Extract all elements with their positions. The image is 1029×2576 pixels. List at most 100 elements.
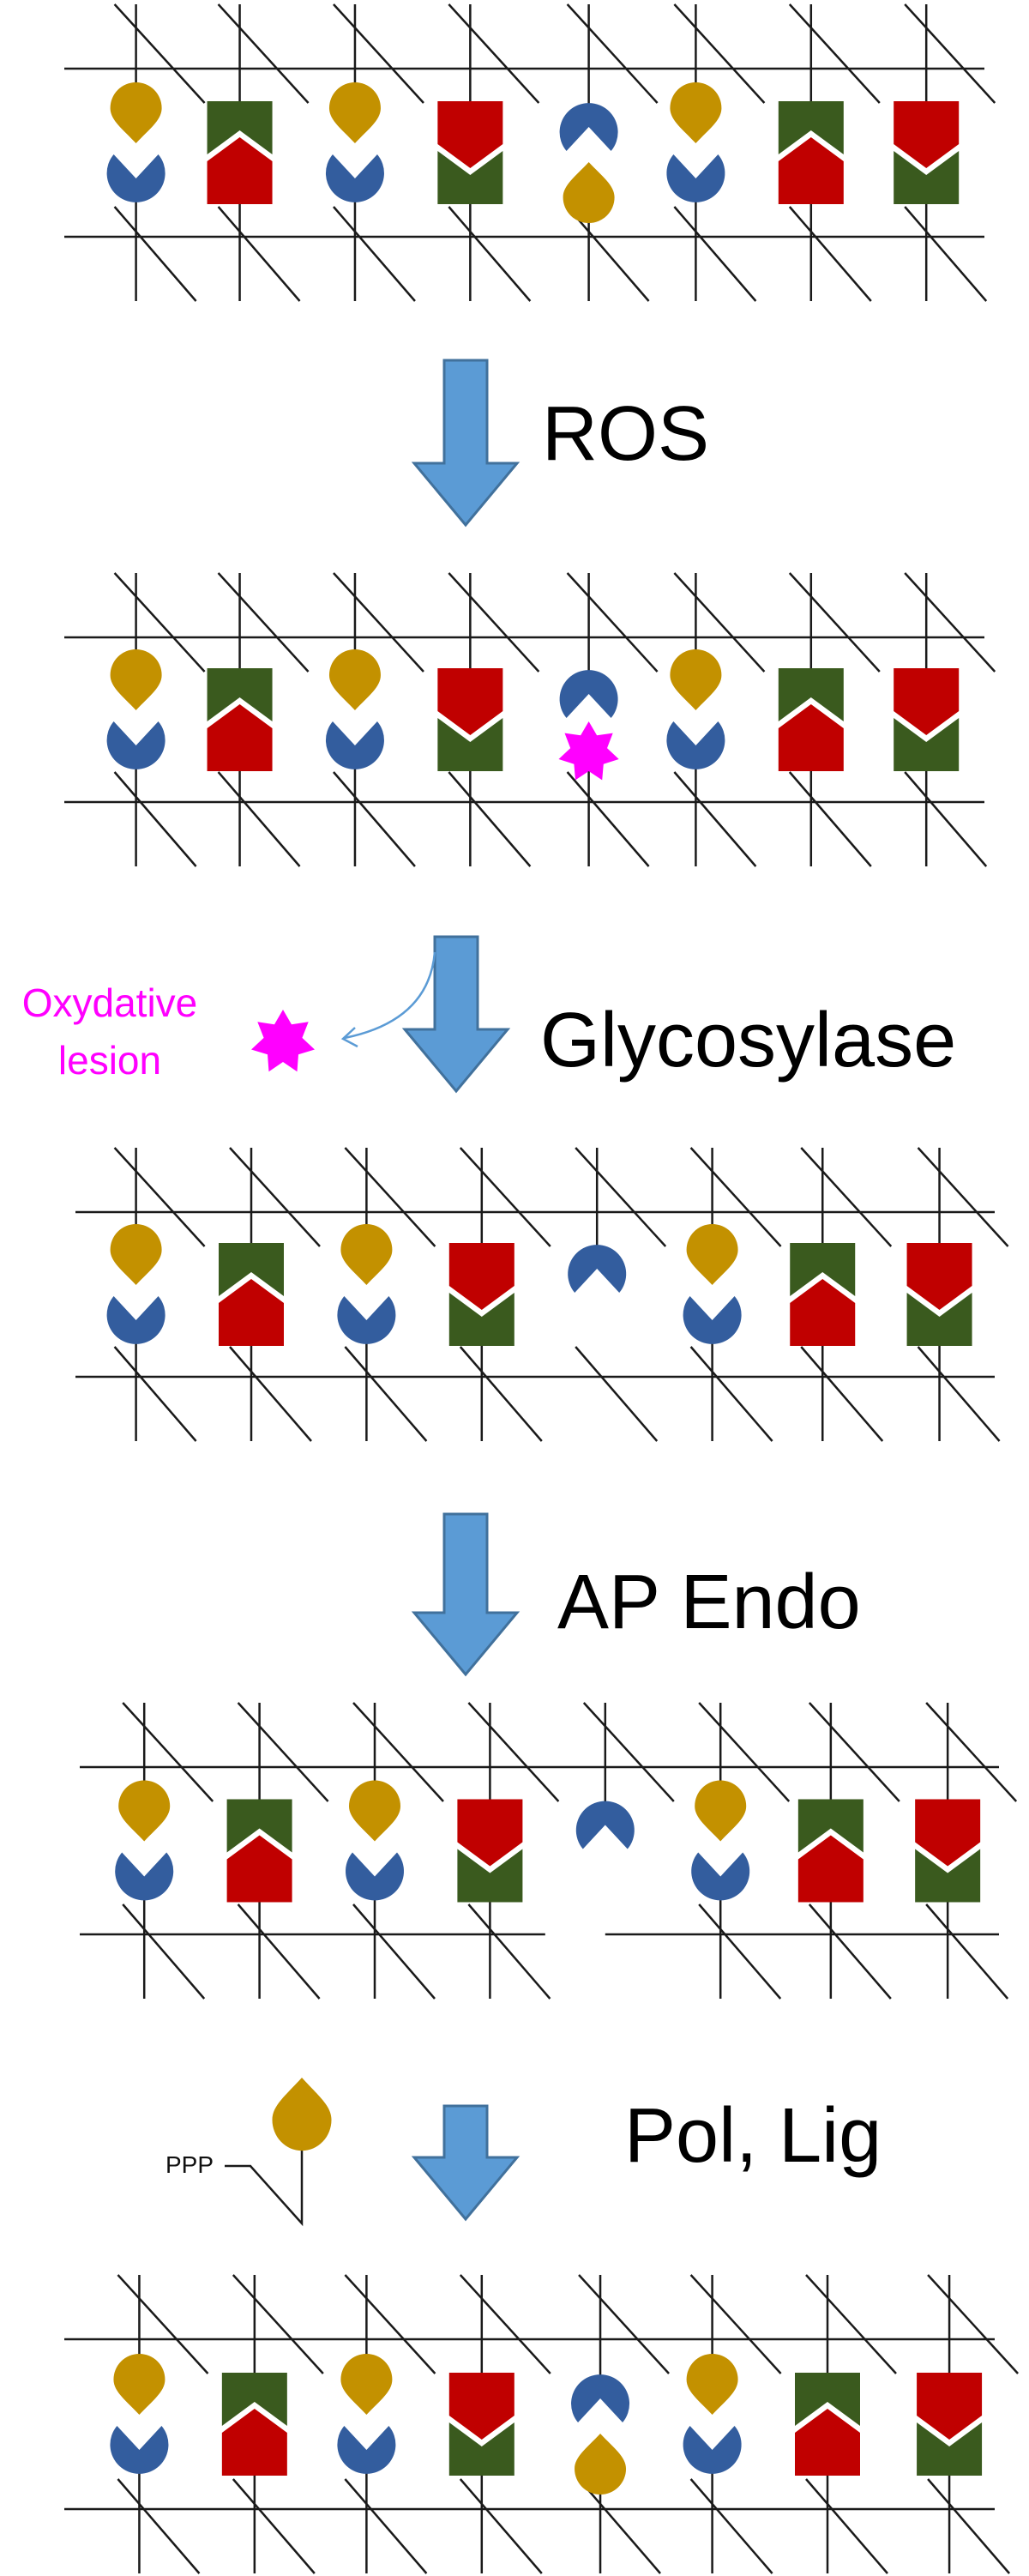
base-excision: [251, 951, 436, 1072]
green-base-4: [437, 718, 503, 771]
step-label-ap-endo: AP Endo: [557, 1559, 861, 1645]
bottom-sugar-link: [578, 2478, 661, 2574]
top-sugar-link: [673, 3, 766, 104]
bottom-sugar-link: [344, 2478, 428, 2574]
blue-base-3: [346, 1852, 405, 1901]
incoming-nucleotide-backbone: [225, 2093, 304, 2227]
top-sugar-link: [698, 1702, 791, 1802]
excision-arrow-head: [340, 1027, 358, 1048]
top-sugar-link: [689, 1147, 782, 1247]
gold-base-6: [670, 82, 722, 143]
blue-base-1: [106, 721, 165, 769]
dna-incised: [80, 1702, 1018, 2000]
green-base-7: [797, 1799, 864, 1853]
top-sugar-link: [566, 3, 659, 104]
top-sugar-link: [448, 572, 540, 673]
backbone: [64, 572, 996, 867]
bottom-sugar-link: [237, 1903, 321, 2000]
red-base-7: [778, 704, 844, 771]
blue-base-1: [106, 154, 165, 202]
step-label-ros: ROS: [542, 391, 709, 477]
red-base-4: [437, 101, 503, 168]
top-sugar-link: [217, 572, 310, 673]
step-arrow-glycosylase: [401, 935, 511, 1094]
green-base-8: [915, 1849, 981, 1903]
gold-base-1: [110, 1224, 162, 1285]
backbone: [64, 3, 996, 302]
bottom-sugar-link: [904, 206, 988, 302]
red-base-4: [448, 1243, 514, 1310]
top-sugar-link: [788, 3, 881, 104]
step-arrow-ros: [411, 359, 521, 528]
backbone: [80, 1702, 1018, 2000]
top-sugar-link: [237, 1702, 329, 1802]
bottom-sugar-link: [229, 1346, 312, 1442]
red-base-2: [219, 1279, 284, 1346]
red-base-7: [778, 137, 844, 204]
dna-repaired: [64, 2274, 1020, 2574]
top-sugar-link: [117, 2274, 209, 2374]
bottom-sugar-link: [344, 1346, 428, 1442]
blue-base-3: [325, 154, 384, 202]
step-arrow-pol-lig: [411, 2104, 521, 2222]
bottom-sugar-link: [575, 1346, 659, 1442]
top-sugar-link: [808, 1702, 900, 1802]
blue-base-5: [559, 103, 618, 151]
top-sugar-link: [689, 2274, 782, 2374]
green-base-8: [894, 718, 960, 771]
green-base-8: [906, 1293, 972, 1346]
bottom-sugar-link: [448, 771, 532, 867]
excision-arrow: [344, 951, 436, 1040]
base-pairs: [115, 1780, 981, 1903]
lesion-label-line1: Oxydative: [22, 980, 198, 1025]
top-sugar-link: [113, 3, 206, 104]
bottom-sugar-link: [113, 1346, 197, 1442]
top-sugar-link: [578, 2274, 670, 2374]
gold-base-1: [110, 82, 162, 143]
triphosphate-label: PPP: [165, 2151, 214, 2178]
blue-base-3: [337, 2426, 396, 2474]
gold-base-3: [349, 1780, 400, 1842]
green-base-4: [457, 1849, 523, 1903]
bottom-sugar-link: [788, 771, 872, 867]
red-base-4: [457, 1799, 523, 1867]
bottom-sugar-link: [698, 1903, 782, 2000]
green-base-4: [437, 151, 503, 204]
gold-base-3: [340, 2354, 393, 2415]
red-base-2: [207, 704, 273, 771]
step-arrow-ap-endo: [411, 1512, 521, 1677]
blue-base-1: [115, 1852, 174, 1901]
red-base-8: [906, 1243, 972, 1310]
bottom-sugar-link: [808, 1903, 892, 2000]
blue-base-3: [325, 721, 384, 769]
blue-base-6: [683, 2426, 742, 2474]
top-sugar-link: [582, 1702, 675, 1802]
green-base-2: [207, 101, 273, 154]
gold-base-6: [686, 2354, 738, 2415]
red-base-2: [221, 2409, 287, 2476]
top-sugar-link: [904, 572, 996, 673]
bottom-sugar-link: [448, 206, 532, 302]
green-base-2: [207, 668, 273, 721]
top-sugar-link: [344, 2274, 436, 2374]
red-base-4: [437, 668, 503, 735]
bottom-sugar-link: [927, 2478, 1011, 2574]
green-base-8: [894, 151, 960, 204]
blue-base-6: [666, 721, 725, 769]
base-pairs: [106, 649, 960, 781]
step-label-pol-lig: Pol, Lig: [624, 2093, 882, 2179]
blue-base-6: [683, 1296, 742, 1344]
base-pairs: [106, 82, 960, 223]
bottom-sugar-link: [566, 206, 650, 302]
top-sugar-link: [467, 1702, 560, 1802]
top-sugar-link: [229, 1147, 321, 1247]
bottom-sugar-link: [232, 2478, 316, 2574]
red-base-8: [915, 1799, 981, 1867]
blue-base-1: [106, 1296, 165, 1344]
incoming-nucleotide-base: [272, 2078, 332, 2151]
red-base-8: [917, 2373, 983, 2440]
bottom-sugar-link: [467, 1903, 551, 2000]
dna-abasic: [75, 1147, 1009, 1442]
top-sugar-link: [575, 1147, 667, 1247]
